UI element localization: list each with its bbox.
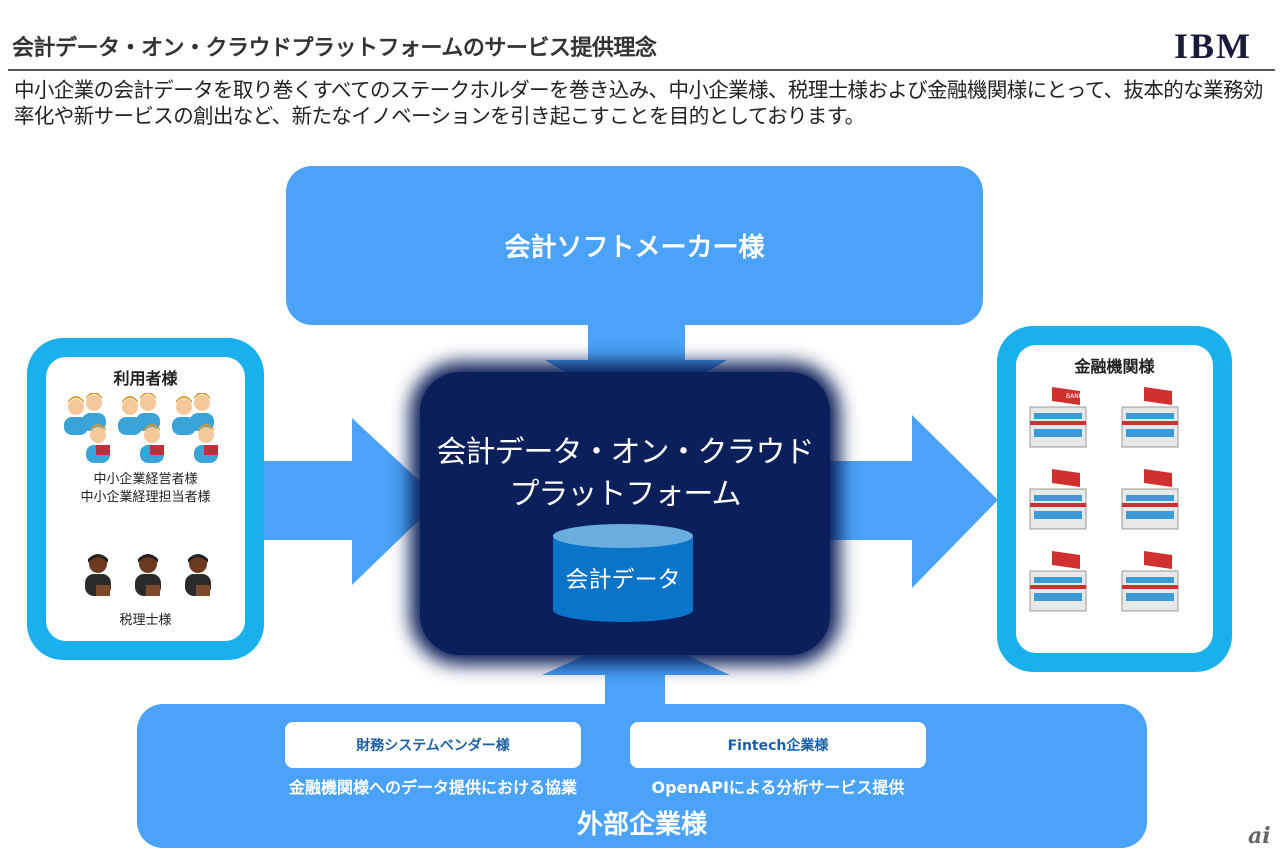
users-box: 利用者様 中小企業経営者様 中小企業経理担当者様 税理士様: [27, 338, 264, 660]
system-vendor-desc: 金融機関様へのデータ提供における協業: [288, 778, 577, 797]
database-icon: [553, 524, 693, 622]
software-maker-label: 会計ソフトメーカー様: [504, 233, 765, 263]
tax-accountant-icon: [85, 554, 211, 596]
fintech-card: Fintech企業様: [630, 722, 926, 768]
fintech-desc: OpenAPIによる分析サービス提供: [651, 778, 905, 797]
software-maker-box: 会計ソフトメーカー様: [286, 166, 983, 325]
tax-accountant-label: 税理士様: [119, 613, 172, 628]
database-label: 会計データ: [565, 567, 681, 593]
fintech-label: Fintech企業様: [727, 738, 829, 754]
arrow-right-right: [808, 415, 998, 588]
financial-institutions-box: 金融機関様 BANK: [997, 326, 1232, 672]
sme-owner-label: 中小企業経営者様: [93, 472, 198, 487]
sme-labels: 中小企業経営者様 中小企業経理担当者様: [46, 471, 245, 507]
arrow-right-left: [248, 418, 440, 585]
platform-title-line2: プラットフォーム: [509, 477, 741, 512]
bank-buildings-icon: [1029, 386, 1179, 612]
divider: [8, 69, 1275, 71]
intro-text: 中小企業の会計データを取り巻くすべてのステークホルダーを巻き込み、中小企業様、税…: [14, 78, 1263, 128]
system-vendor-card: 財務システムベンダー様: [285, 722, 581, 768]
watermark: ai: [1248, 823, 1271, 849]
bank-sign: BANK: [1066, 393, 1083, 400]
ibm-logo: IBM: [1174, 26, 1252, 66]
business-people-icon: [64, 393, 218, 463]
external-companies-title: 外部企業様: [576, 810, 707, 840]
users-title: 利用者様: [113, 369, 178, 388]
page-title: 会計データ・オン・クラウドプラットフォームのサービス提供理念: [12, 36, 657, 61]
arrow-up: [542, 632, 730, 710]
external-companies-box: 財務システムベンダー様 Fintech企業様 金融機関様へのデータ提供における協…: [137, 704, 1147, 848]
platform-title-line1: 会計データ・オン・クラウド: [436, 435, 815, 470]
arrow-down: [545, 320, 727, 415]
platform-title: 会計データ・オン・クラウド プラットフォーム: [420, 432, 830, 516]
financial-institutions-title: 金融機関様: [1074, 357, 1155, 376]
sme-accountant-label: 中小企業経理担当者様: [80, 490, 211, 505]
system-vendor-label: 財務システムベンダー様: [356, 738, 510, 754]
